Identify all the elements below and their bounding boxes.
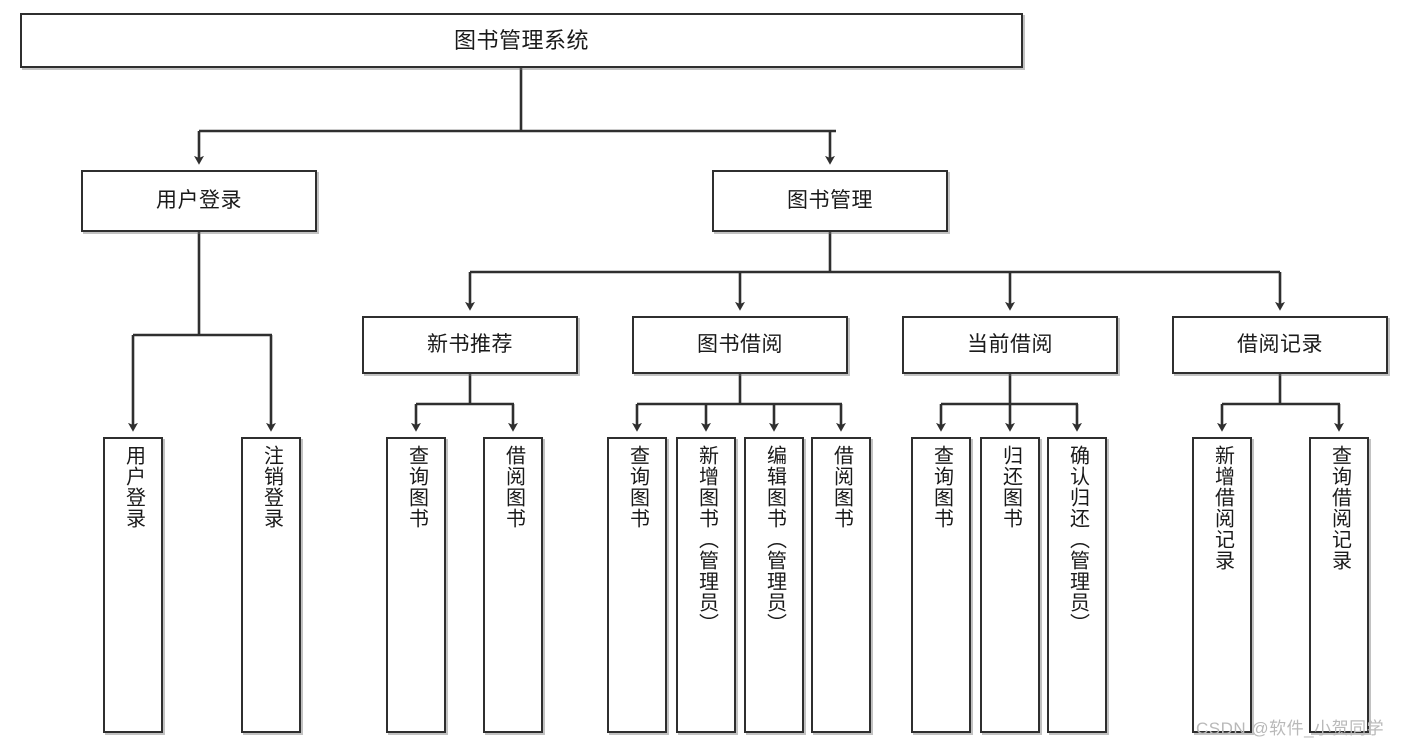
node-label: 借阅图书 [830,445,853,529]
node-user-login[interactable]: 用户登录 [81,170,317,232]
leaf-current-query-book[interactable]: 查询图书 [911,437,971,733]
leaf-borrow-query-book[interactable]: 查询图书 [607,437,667,733]
node-book-borrow[interactable]: 图书借阅 [632,316,848,374]
node-label: 用户登录 [122,445,145,529]
leaf-new-book-borrow[interactable]: 借阅图书 [483,437,543,733]
node-label: 新增图书（管理员） [695,445,718,634]
node-borrow-record[interactable]: 借阅记录 [1172,316,1388,374]
node-label: 确认归还（管理员） [1066,445,1089,634]
node-label: 查询借阅记录 [1328,445,1351,571]
leaf-current-confirm-return-admin[interactable]: 确认归还（管理员） [1047,437,1107,733]
leaf-user-login-signin[interactable]: 用户登录 [103,437,163,733]
leaf-borrow-add-book-admin[interactable]: 新增图书（管理员） [676,437,736,733]
node-label: 借阅图书 [502,445,525,529]
node-label: 用户登录 [156,188,242,212]
node-label: 当前借阅 [967,332,1053,356]
node-label: 注销登录 [260,445,283,529]
node-label: 查询图书 [626,445,649,529]
leaf-record-query-record[interactable]: 查询借阅记录 [1309,437,1369,733]
node-book-management[interactable]: 图书管理 [712,170,948,232]
node-label: 图书管理系统 [453,27,589,53]
node-label: 编辑图书（管理员） [763,445,786,634]
node-label: 图书管理 [787,188,873,212]
leaf-new-book-query[interactable]: 查询图书 [386,437,446,733]
node-label: 查询图书 [930,445,953,529]
leaf-borrow-edit-book-admin[interactable]: 编辑图书（管理员） [744,437,804,733]
leaf-current-return-book[interactable]: 归还图书 [980,437,1040,733]
leaf-user-login-signout[interactable]: 注销登录 [241,437,301,733]
node-label: 归还图书 [999,445,1022,529]
node-label: 查询图书 [405,445,428,529]
node-current-borrow[interactable]: 当前借阅 [902,316,1118,374]
node-new-book-recommend[interactable]: 新书推荐 [362,316,578,374]
node-label: 新书推荐 [427,332,513,356]
leaf-record-add-record[interactable]: 新增借阅记录 [1192,437,1252,733]
leaf-borrow-borrow-book[interactable]: 借阅图书 [811,437,871,733]
node-label: 图书借阅 [697,332,783,356]
node-label: 新增借阅记录 [1211,445,1234,571]
node-root-system[interactable]: 图书管理系统 [20,13,1023,68]
csdn-watermark: CSDN @软件_小贺同学 [1196,719,1385,738]
node-label: 借阅记录 [1237,332,1323,356]
